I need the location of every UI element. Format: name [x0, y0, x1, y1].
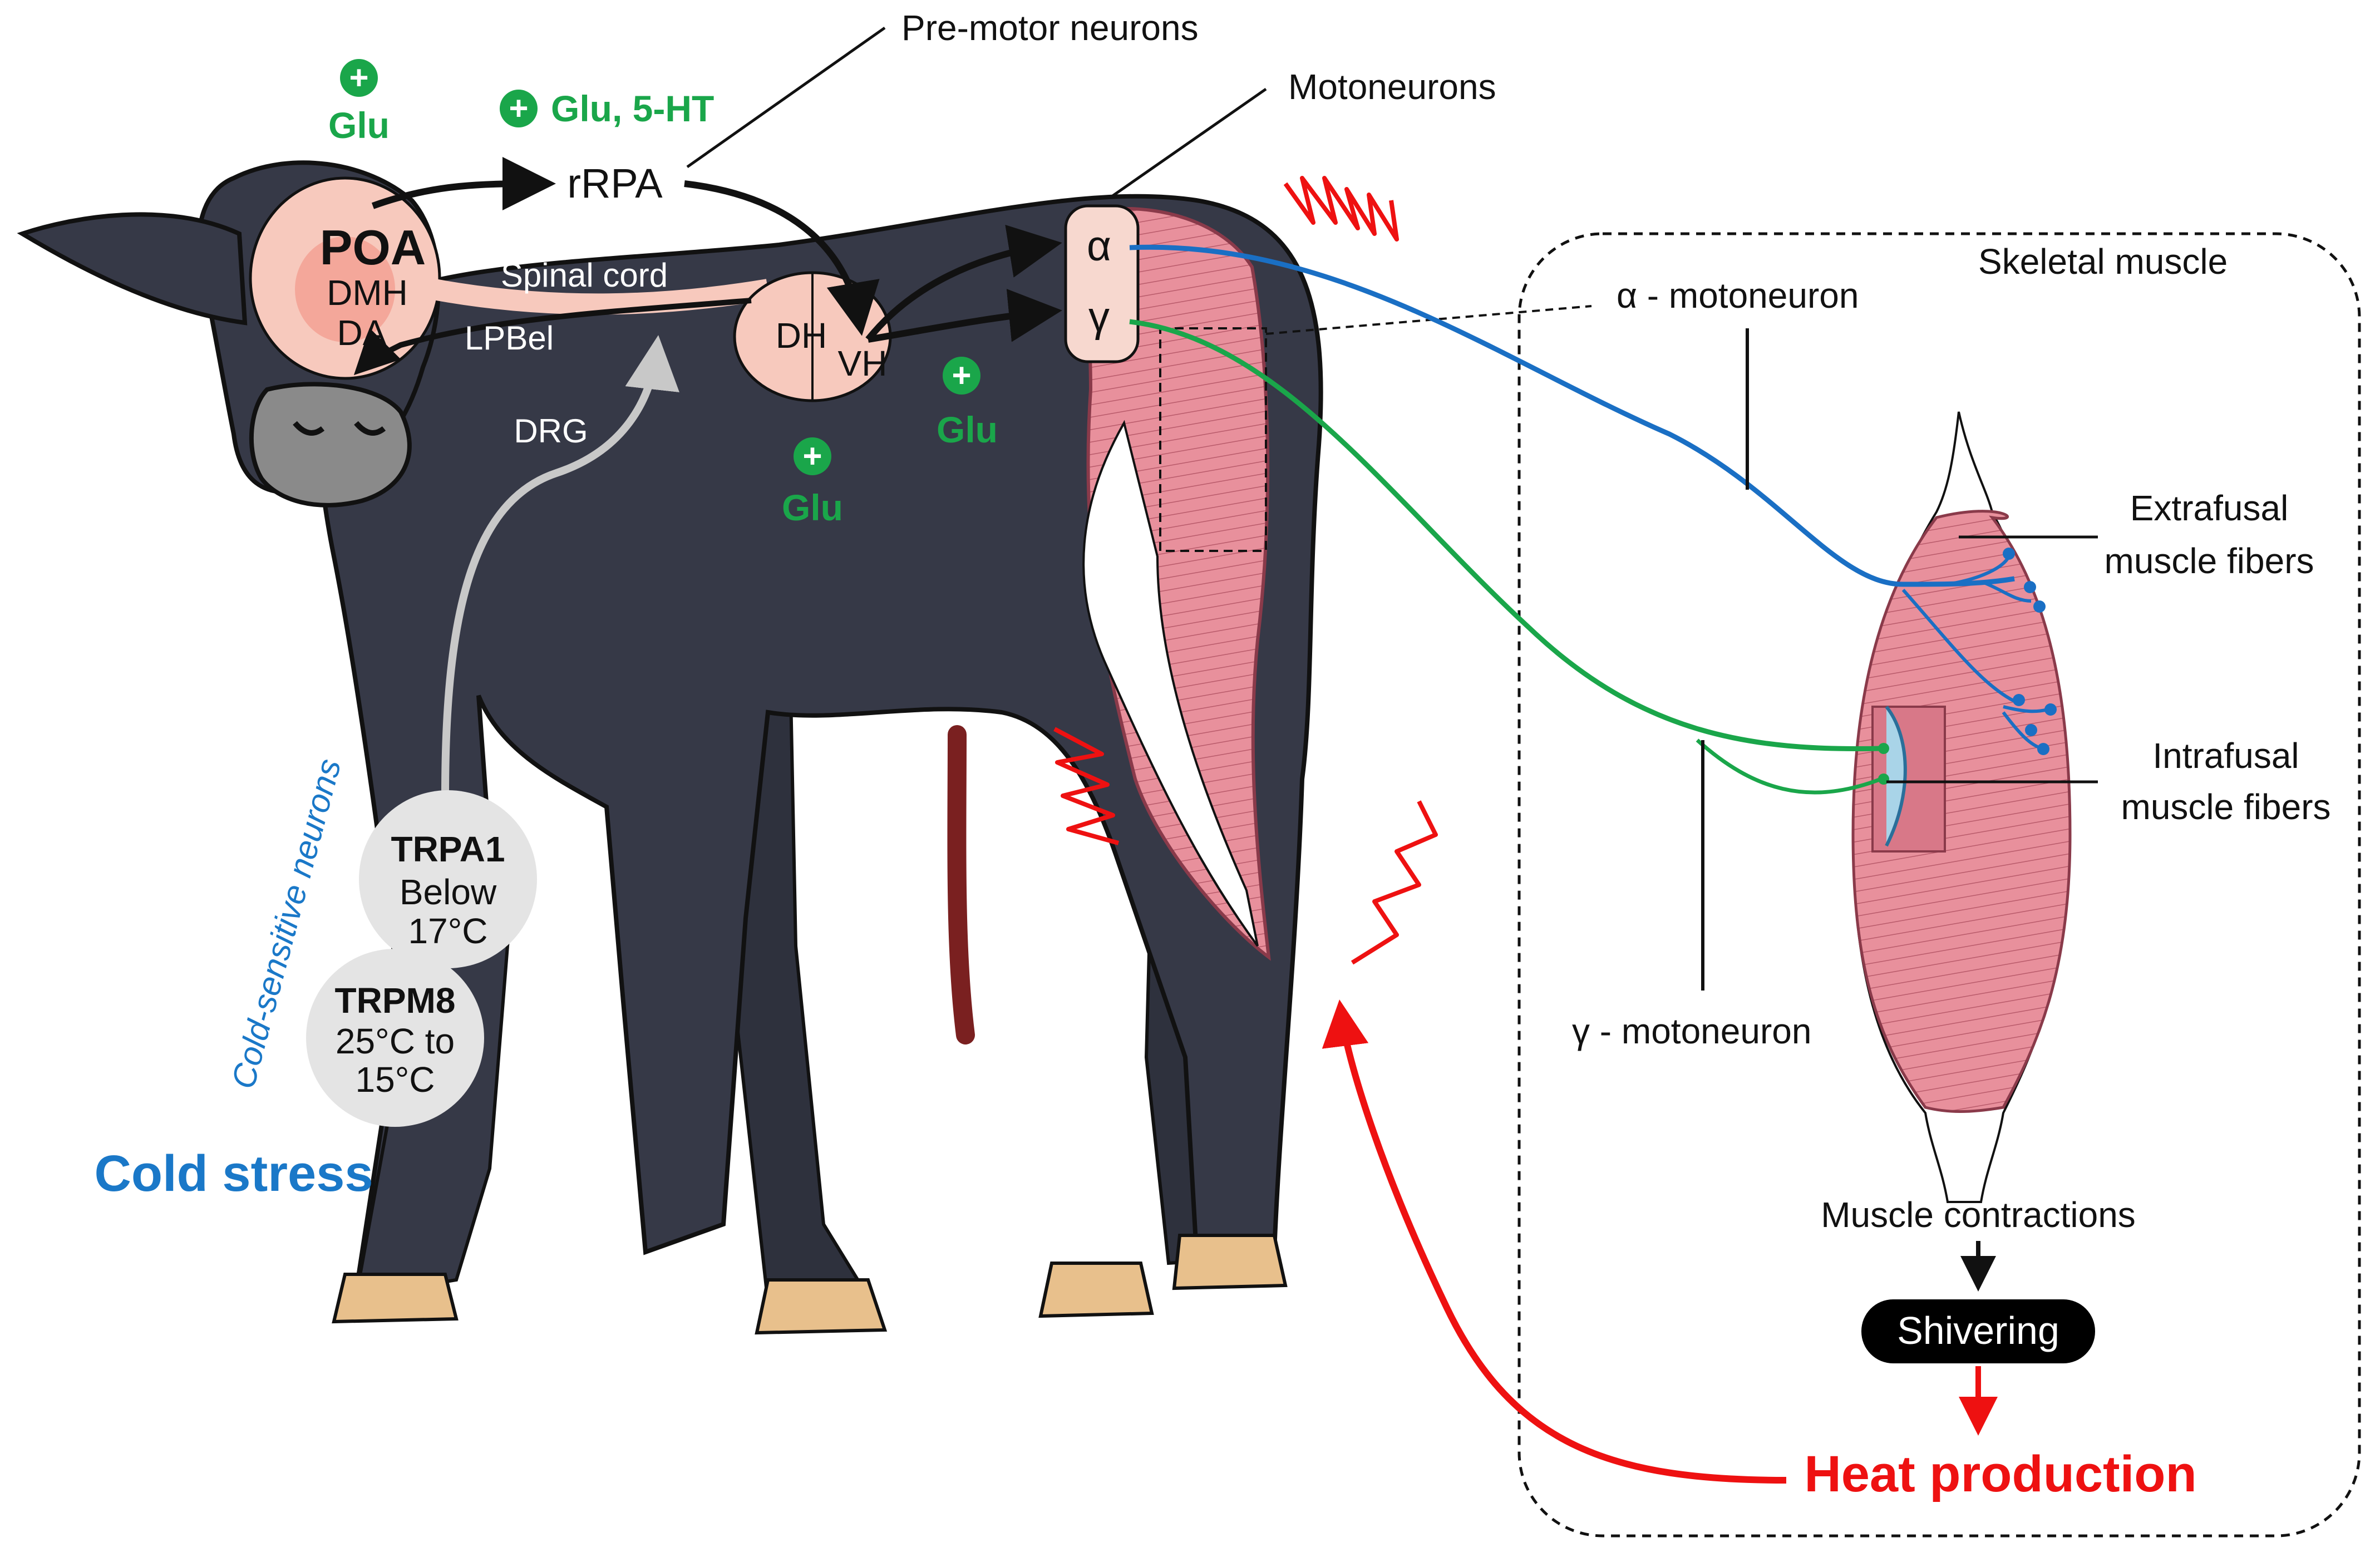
label-glu-5ht: Glu, 5-HT — [551, 88, 714, 129]
label-dh: DH — [776, 316, 827, 356]
label-gamma-motoneuron: γ - motoneuron — [1572, 1011, 1811, 1051]
cow-hind-muscle — [1086, 206, 1271, 961]
cow-tail — [947, 725, 975, 1044]
label-poa: POA — [320, 220, 426, 275]
heat-wave-top — [1283, 176, 1399, 242]
label-shivering: Shivering — [1897, 1309, 2059, 1352]
leader-pre-motor — [686, 26, 886, 169]
plus-icon-glu-5ht: + — [500, 90, 538, 127]
label-heat-production: Heat production — [1804, 1446, 2196, 1502]
muscle-inset-region — [1159, 327, 1267, 552]
heat-wave-mid — [1053, 727, 1120, 845]
arrow-vh-to-alpha — [865, 224, 1062, 342]
cow-ear — [17, 212, 248, 326]
label-skeletal-muscle: Skeletal muscle — [1978, 242, 2228, 282]
svg-text:+: + — [509, 90, 528, 127]
plus-icon-top: + — [340, 59, 378, 97]
label-trpm8-name: TRPM8 — [335, 981, 456, 1021]
leader-motoneurons — [1109, 87, 1267, 199]
alpha-endplates — [2003, 548, 2057, 755]
cow-nostril-right — [354, 421, 386, 436]
motoneuron-box — [1064, 204, 1140, 363]
label-extrafusal-2: muscle fibers — [2105, 541, 2314, 581]
label-cold-stress: Cold stress — [94, 1145, 373, 1202]
cow-muzzle — [249, 382, 412, 508]
label-drg: DRG — [514, 412, 588, 450]
spinal-cord-band — [432, 279, 770, 315]
gamma-branch — [1696, 738, 1882, 795]
label-spinal-cord: Spinal cord — [501, 257, 668, 294]
svg-text:+: + — [952, 357, 971, 394]
heat-wave-low — [1351, 800, 1438, 965]
label-trpa1-line1: Below — [400, 872, 497, 912]
label-rrpa: rRPA — [567, 160, 663, 206]
label-da: DA — [337, 313, 387, 353]
drg-afferent-path — [441, 335, 679, 796]
hoof-back-far — [1172, 1234, 1288, 1290]
cow-nostril-left — [293, 421, 325, 436]
plus-icon-mid: + — [794, 437, 831, 475]
label-dmh: DMH — [327, 273, 408, 313]
arrow-poa-to-rrpa — [371, 157, 556, 211]
label-alpha-motoneuron: α - motoneuron — [1617, 275, 1859, 316]
label-lpbel: LPBel — [465, 319, 554, 357]
cow-hind-fascia — [1082, 420, 1259, 947]
label-pre-motor: Pre-motor neurons — [901, 8, 1199, 48]
label-extrafusal-1: Extrafusal — [2130, 488, 2289, 528]
arrow-spinal-to-lpbel — [353, 298, 752, 376]
skeletal-muscle-panel — [1517, 232, 2361, 1538]
label-vh: VH — [838, 343, 888, 383]
label-glu-top: Glu — [328, 105, 390, 146]
label-muscle-contractions: Muscle contractions — [1821, 1195, 2136, 1235]
hoof-front-far — [755, 1278, 888, 1335]
trpm8-circle — [306, 949, 484, 1127]
leader-inset — [1265, 305, 1592, 335]
gamma-motoneuron-path — [1129, 319, 1881, 751]
alpha-branch-upper — [1947, 555, 2032, 603]
label-motoneurons: Motoneurons — [1288, 67, 1496, 107]
label-intrafusal-1: Intrafusal — [2152, 736, 2299, 776]
label-trpm8-line1: 25°C to — [336, 1021, 455, 1061]
muscle-belly — [1851, 411, 2072, 1203]
arrow-vh-to-gamma — [868, 289, 1062, 343]
label-trpa1-line2: 17°C — [408, 911, 488, 951]
alpha-motoneuron-path — [1129, 244, 2015, 587]
plus-icon-right: + — [943, 357, 980, 395]
label-glu-mid: Glu — [782, 487, 843, 528]
hoof-front-near — [332, 1273, 459, 1324]
trpa1-circle — [359, 790, 537, 968]
label-glu-right: Glu — [937, 409, 998, 450]
label-alpha: α — [1087, 223, 1111, 270]
label-trpa1-name: TRPA1 — [391, 829, 505, 869]
svg-text:+: + — [802, 437, 822, 475]
hoof-back-near — [1038, 1262, 1154, 1318]
svg-text:+: + — [349, 59, 368, 96]
label-trpm8-line2: 15°C — [356, 1060, 435, 1100]
shivering-pill — [1861, 1299, 2095, 1363]
label-gamma: γ — [1088, 293, 1110, 341]
arrow-heat-feedback — [1322, 999, 1787, 1484]
label-intrafusal-2: muscle fibers — [2121, 787, 2331, 827]
arrow-rrpa-to-vh — [684, 180, 880, 336]
